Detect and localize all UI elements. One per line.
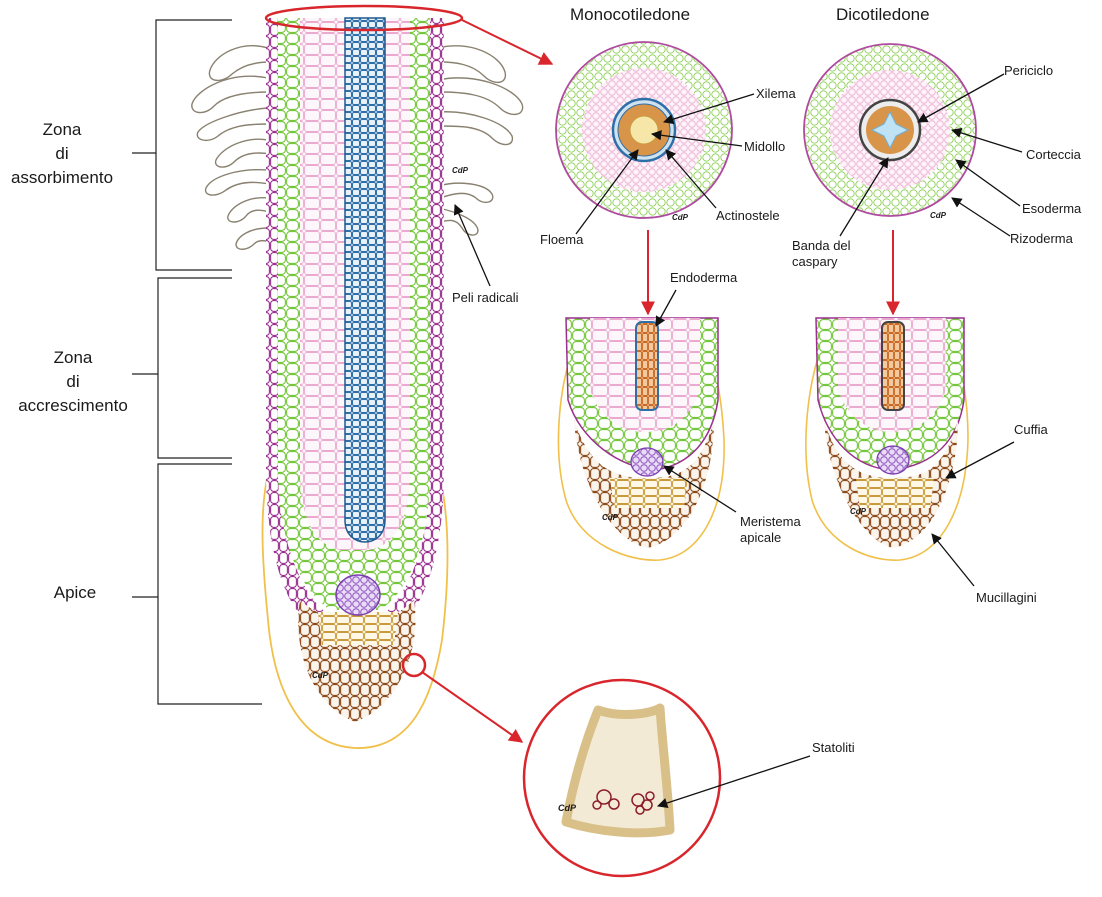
zone-growth-line3: accrescimento [18,396,128,415]
zone-growth-line1: Zona [53,348,93,367]
label-corteccia: Corteccia [1026,147,1081,162]
stele [344,17,386,543]
watermark-logo: CdP [312,671,328,680]
label-peli-radicali: Peli radicali [452,290,519,305]
watermark-logo: CdP [850,507,866,516]
mucilage-outline [261,459,449,749]
leader-actinostele [665,149,717,209]
bracket-absorption [132,19,232,271]
columella [318,612,398,645]
label-periciclo: Periciclo [1004,63,1054,78]
watermark-logo: CdP [930,211,946,220]
zone-brackets [132,19,262,705]
bracket-apex [132,463,262,705]
leader-corteccia [951,127,1023,153]
di-apex-stele [881,321,905,411]
leader-xilema [663,93,755,125]
leader-rizoderma [951,197,1011,237]
apical-meristem [335,574,381,616]
label-xilema: Xilema [756,86,796,101]
label-mucillagini: Mucillagini [976,590,1037,605]
bracket-growth [132,277,232,459]
watermark-logo: CdP [672,213,688,222]
leader-periciclo [917,73,1005,123]
label-meristema-line2: apicale [740,530,782,545]
label-floema: Floema [540,232,584,247]
label-esoderma: Esoderma [1022,201,1082,216]
statocyte-magnified [522,678,722,878]
monocot-cross-section [555,41,733,219]
leader-lines [453,73,1023,809]
leader-esoderma [955,159,1021,207]
watermark-logo: CdP [558,803,576,813]
rhizodermis [266,18,330,615]
label-banda-caspary-line2: caspary [792,254,838,269]
zone-absorption-line1: Zona [42,120,82,139]
heading-monocot: Monocotiledone [570,5,691,24]
leader-mucillagini [931,533,975,587]
leader-caspary [839,157,889,237]
leader-endoderma [655,289,677,327]
monocot-apex [557,317,725,561]
dicot-cross-section [803,43,977,217]
label-endoderma: Endoderma [670,270,738,285]
leader-midollo [650,130,743,147]
watermark-logo: CdP [602,513,618,522]
statocyte-highlight-circle [401,652,427,678]
red-arrows [421,19,900,743]
label-actinostele: Actinostele [716,208,780,223]
arrow-to-statocyte [421,671,524,743]
dicot-apex [805,317,969,561]
zone-growth-line2: di [66,372,80,391]
zone-apex: Apice [53,583,97,602]
zone-absorption-line2: di [55,144,69,163]
leader-peli [453,204,491,287]
arrow-to-sections [461,19,554,65]
label-banda-caspary: Banda del caspary [792,238,851,270]
label-meristema-apicale: Meristema apicale [740,514,801,546]
leader-statoliti [657,755,811,809]
heading-dicot: Dicotiledone [836,5,930,24]
zone-absorption: Zona di assorbimento [0,118,124,190]
longitudinal-root [191,4,524,749]
root-hairs [191,45,524,250]
statoliths [592,789,655,815]
label-cuffia: Cuffia [1014,422,1048,437]
zone-absorption-line3: assorbimento [10,168,114,187]
leader-meristema [663,465,737,513]
label-meristema-line1: Meristema [740,514,801,529]
leader-cuffia [945,441,1015,479]
mono-pith [629,115,659,145]
label-midollo: Midollo [744,139,786,154]
zone-growth: Zona di accrescimento [0,346,146,418]
mono-apex-stele [635,321,659,411]
label-banda-caspary-line1: Banda del [792,238,851,253]
leader-floema [575,149,639,235]
di-xylem-star [870,110,910,150]
label-statoliti: Statoliti [812,740,855,755]
watermark-logo: CdP [452,166,468,175]
section-highlight-ellipse [264,4,464,32]
label-rizoderma: Rizoderma [1010,231,1073,246]
rhizodermis-right [382,18,444,615]
